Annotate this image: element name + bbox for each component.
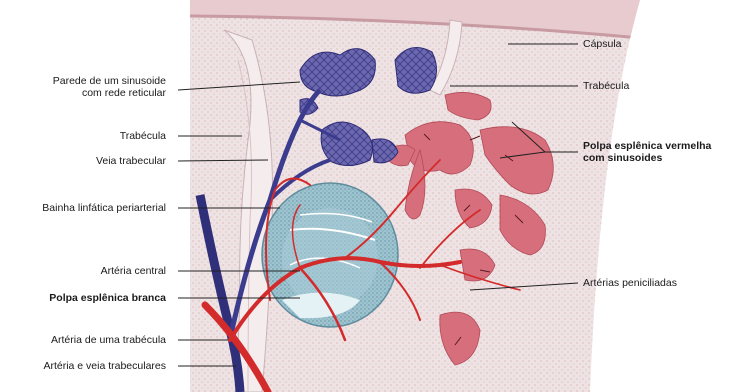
label-bainha-linfatica: Bainha linfática periarterial	[42, 202, 166, 214]
label-parede-sinusoide: Parede de um sinusoide com rede reticula…	[53, 75, 166, 99]
label-arteria-central: Artéria central	[101, 265, 166, 277]
label-capsula: Cápsula	[583, 38, 622, 50]
label-trabecula-right: Trabécula	[583, 80, 629, 92]
label-arteria-veia: Artéria e veia trabeculares	[43, 360, 166, 372]
label-polpa-branca: Polpa esplênica branca	[49, 292, 166, 304]
label-arterias-peniciliadas: Artérias peniciliadas	[583, 277, 677, 289]
label-polpa-vermelha: Polpa esplênica vermelha com sinusoides	[583, 140, 711, 164]
label-arteria-trabecula: Artéria de uma trabécula	[51, 334, 166, 346]
label-trabecula-left: Trabécula	[120, 130, 166, 142]
white-pulp	[262, 183, 398, 327]
label-veia-trabecular: Veia trabecular	[96, 155, 166, 167]
